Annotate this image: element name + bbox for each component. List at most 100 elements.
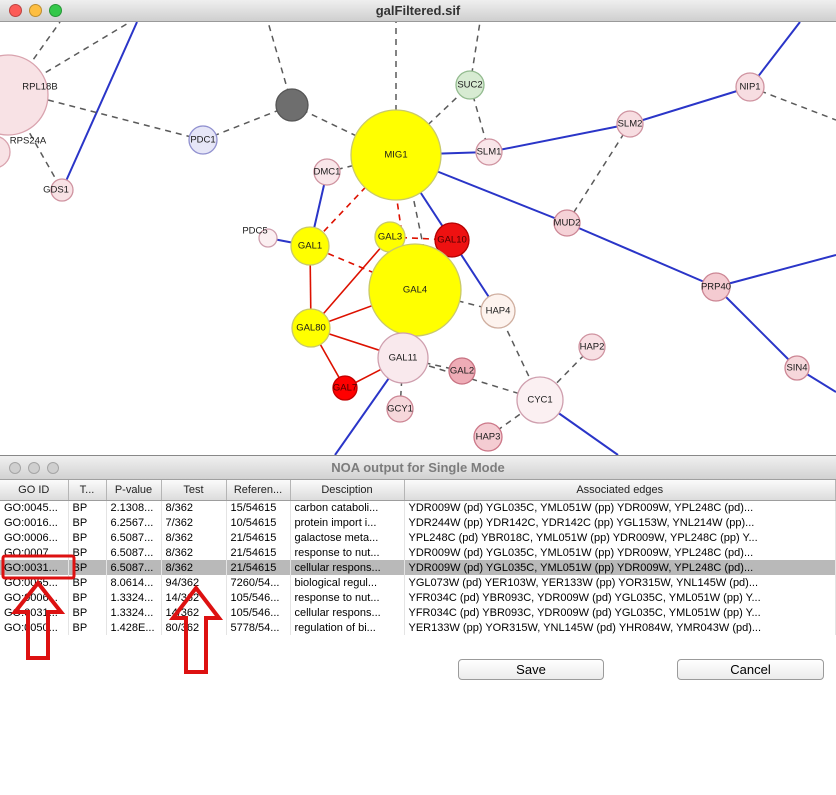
cell-type: BP (68, 620, 107, 635)
cell-reference: 10/54615 (226, 515, 291, 530)
column-header[interactable]: P-value (106, 480, 162, 501)
node-label-gal2: GAL2 (450, 366, 474, 377)
node-gal1[interactable]: GAL1 (290, 226, 330, 266)
node-hap4[interactable]: HAP4 (480, 293, 516, 329)
node-gal2[interactable]: GAL2 (448, 357, 476, 385)
column-header[interactable]: T... (68, 480, 107, 501)
noa-window-title: NOA output for Single Mode (331, 460, 505, 475)
cell-reference: 15/54615 (226, 500, 291, 515)
noa-window-controls (9, 462, 59, 474)
node-slm2[interactable]: SLM2 (616, 110, 644, 138)
cell-test: 14/362 (161, 605, 227, 620)
node-hap2[interactable]: HAP2 (578, 333, 606, 361)
node-gal11[interactable]: GAL11 (377, 332, 429, 384)
cell-edges: YDR009W (pd) YGL035C, YML051W (pp) YDR00… (404, 560, 836, 575)
node-gcy1[interactable]: GCY1 (386, 395, 414, 423)
node-gds1[interactable]: GDS1 (43, 178, 74, 202)
cell-reference: 105/546... (226, 590, 291, 605)
node-gal10[interactable]: GAL10 (434, 222, 470, 258)
graph-edge (488, 123, 631, 153)
save-button[interactable]: Save (458, 659, 604, 680)
close-button-inactive[interactable] (9, 462, 21, 474)
cell-edges: YER133W (pp) YOR315W, YNL145W (pd) YHR08… (404, 620, 836, 635)
cell-reference: 21/54615 (226, 545, 291, 560)
noa-window-titlebar[interactable]: NOA output for Single Mode (0, 456, 836, 480)
node-cyc1[interactable]: CYC1 (516, 376, 564, 424)
node-prp40[interactable]: PRP40 (701, 272, 731, 302)
zoom-button[interactable] (49, 4, 62, 17)
node-label-gal7: GAL7 (333, 383, 357, 394)
node-label-gal10: GAL10 (437, 235, 467, 246)
node-label-mud2: MUD2 (554, 218, 581, 229)
graph-edge (7, 94, 63, 191)
cell-description: carbon cataboli... (290, 500, 405, 515)
cell-type: BP (68, 530, 107, 545)
cell-go_id: GO:0031... (0, 560, 69, 575)
graph-edge (749, 86, 836, 121)
graph-edge (61, 21, 138, 191)
cell-go_id: GO:0006... (0, 590, 69, 605)
node-label-cyc1: CYC1 (527, 395, 552, 406)
node-nip1[interactable]: NIP1 (735, 72, 765, 102)
node-suc2[interactable]: SUC2 (455, 70, 485, 100)
cell-type: BP (68, 590, 107, 605)
node-pdc1[interactable]: PDC1 (188, 125, 218, 155)
node-rps24a[interactable]: RPS24A (0, 136, 47, 168)
node-pdc5[interactable]: PDC5 (242, 226, 278, 248)
node-gal4[interactable]: GAL4 (368, 243, 462, 337)
minimize-button-inactive[interactable] (28, 462, 40, 474)
cell-edges: YFR034C (pd) YBR093C, YDR009W (pd) YGL03… (404, 590, 836, 605)
node-label-hap2: HAP2 (580, 342, 605, 353)
close-button[interactable] (9, 4, 22, 17)
cell-type: BP (68, 500, 107, 515)
graph-edge (47, 99, 204, 141)
column-header[interactable]: Test (161, 480, 227, 501)
minimize-button[interactable] (29, 4, 42, 17)
node-mud2[interactable]: MUD2 (553, 209, 581, 237)
cell-p_value: 1.3324... (106, 590, 162, 605)
node-label-gal3: GAL3 (378, 232, 402, 243)
node-gal80[interactable]: GAL80 (291, 308, 331, 348)
cell-p_value: 1.428E... (106, 620, 162, 635)
node-mig1[interactable]: MIG1 (350, 109, 442, 201)
cell-edges: YPL248C (pd) YBR018C, YML051W (pp) YDR00… (404, 530, 836, 545)
cell-go_id: GO:0016... (0, 515, 69, 530)
cell-p_value: 2.1308... (106, 500, 162, 515)
node-slm1[interactable]: SLM1 (475, 138, 503, 166)
cell-description: biological regul... (290, 575, 405, 590)
cell-description: protein import i... (290, 515, 405, 530)
node-dmc1[interactable]: DMC1 (313, 158, 341, 186)
column-header[interactable]: GO ID (0, 480, 69, 501)
graph-window-titlebar[interactable]: galFiltered.sif (0, 0, 836, 22)
cell-reference: 21/54615 (226, 560, 291, 575)
node-rpl18b[interactable]: RPL18B (0, 54, 58, 136)
column-header[interactable]: Associated edges (404, 480, 836, 501)
column-header[interactable]: Referen... (226, 480, 291, 501)
node-hap3[interactable]: HAP3 (473, 422, 503, 452)
cancel-button[interactable]: Cancel (677, 659, 824, 680)
node-gal7[interactable]: GAL7 (332, 375, 358, 401)
node-sin4[interactable]: SIN4 (784, 355, 810, 381)
cell-go_id: GO:0031... (0, 605, 69, 620)
column-header[interactable]: Desciption (290, 480, 405, 501)
window-controls (9, 4, 62, 17)
graph-edge (715, 254, 836, 288)
graph-edge (309, 245, 416, 291)
cell-test: 8/362 (161, 560, 227, 575)
zoom-button-inactive[interactable] (47, 462, 59, 474)
node-label-dmc1: DMC1 (314, 167, 341, 178)
node-unnamed-dark[interactable] (275, 88, 309, 122)
cell-p_value: 6.5087... (106, 530, 162, 545)
